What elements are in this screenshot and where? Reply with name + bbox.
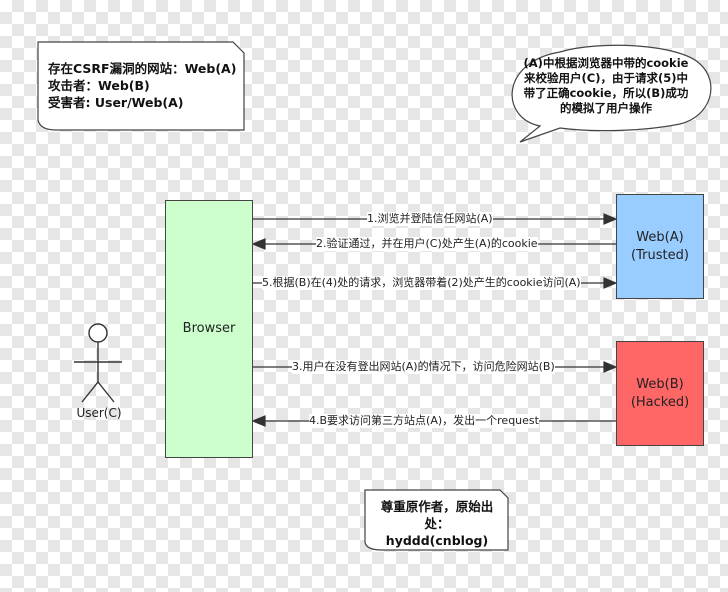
user-stick-figure-icon <box>74 323 122 403</box>
speech-bubble-shape <box>511 44 712 143</box>
web-a-label: Web(A) (Trusted) <box>631 229 689 263</box>
message-5-label: 5.根据(B)在(4)处的请求，浏览器带着(2)处产生的cookie访问(A) <box>262 276 581 290</box>
credit-note-text: 尊重原作者，原始出 处： hyddd(cnblog) <box>380 499 494 548</box>
message-1-label: 1.浏览并登陆信任网站(A) <box>367 212 493 226</box>
main-note-shape <box>37 41 245 131</box>
web-b-hacked-box: Web(B) (Hacked) <box>616 341 704 446</box>
message-4-label: 4.B要求访问第三方站点(A)，发出一个request <box>309 414 539 428</box>
credit-note-shape <box>364 489 509 551</box>
speech-bubble-text: (A)中根据浏览器中带的cookie 来校验用户(C)，由于请求(5)中 带了正… <box>523 56 689 115</box>
actor-label: User(C) <box>76 406 122 420</box>
browser-box: Browser <box>165 200 253 458</box>
main-note-text: 存在CSRF漏洞的网站：Web(A) 攻击者：Web(B) 受害者: User/… <box>48 61 237 110</box>
browser-label: Browser <box>182 321 236 336</box>
web-a-trusted-box: Web(A) (Trusted) <box>616 194 704 299</box>
message-2-label: 2.验证通过，并在用户(C)处产生(A)的cookie <box>316 237 538 251</box>
web-b-label: Web(B) (Hacked) <box>630 376 690 410</box>
message-3-label: 3.用户在没有登出网站(A)的情况下，访问危险网站(B) <box>292 360 555 374</box>
